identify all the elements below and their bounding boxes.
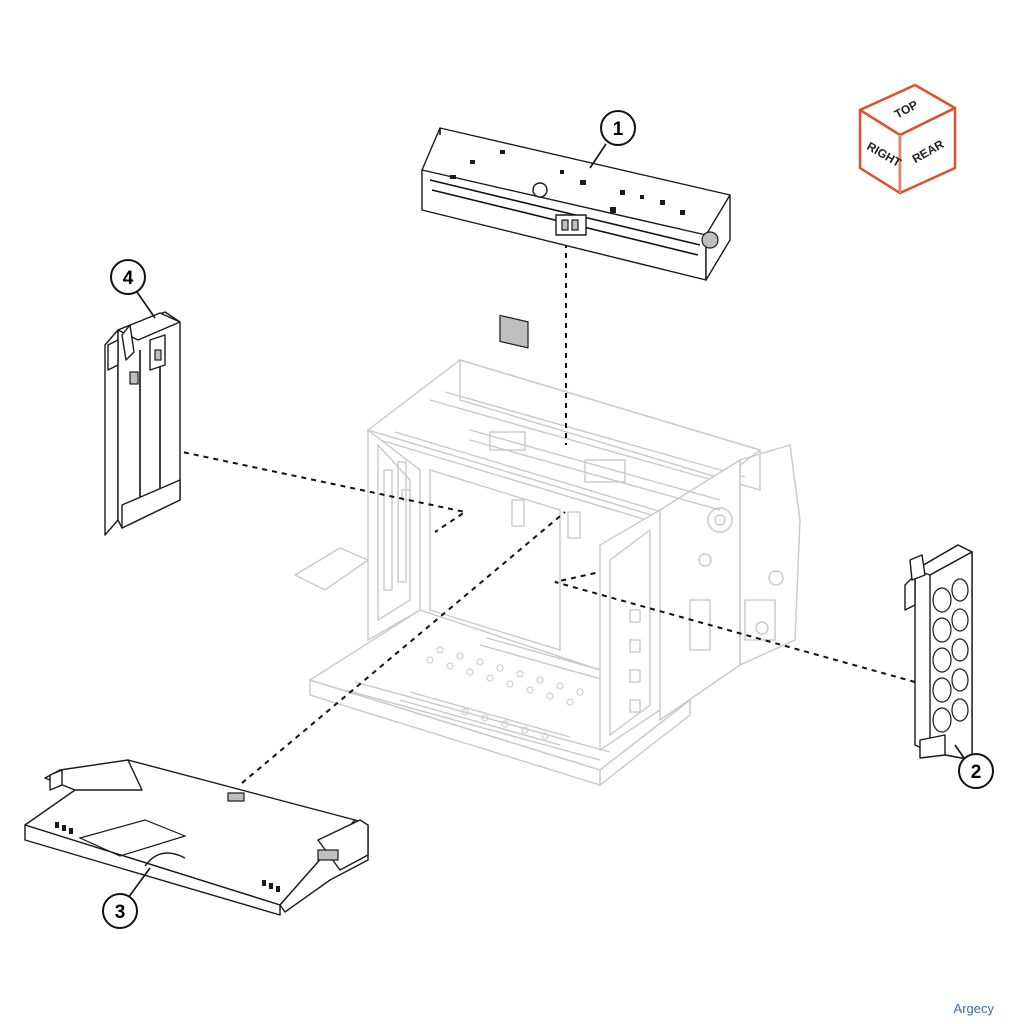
part-4-left-bracket: [104, 311, 181, 536]
alignment-lines: [134, 243, 916, 784]
part-3-bottom-tray: [24, 759, 369, 916]
alignment-line-part-3: [241, 511, 566, 784]
callout-1: 1: [589, 110, 636, 169]
part-1-upper-frame-assembly: [421, 127, 731, 349]
callout-3-label: 3: [115, 902, 126, 923]
callout-3: 3: [102, 867, 151, 929]
callout-2: 2: [954, 744, 994, 789]
callout-1-label: 1: [613, 119, 624, 140]
printer-frame: [293, 359, 801, 787]
orientation-cube: TOP RIGHT REAR: [858, 83, 957, 195]
callout-4-label: 4: [123, 268, 134, 289]
watermark: Argecy: [953, 1001, 994, 1016]
callout-4: 4: [110, 259, 156, 319]
alignment-line-part-4: [134, 441, 468, 533]
alignment-line-part-2: [554, 571, 916, 683]
callout-2-label: 2: [971, 762, 982, 783]
part-2-right-cover: [904, 544, 973, 761]
